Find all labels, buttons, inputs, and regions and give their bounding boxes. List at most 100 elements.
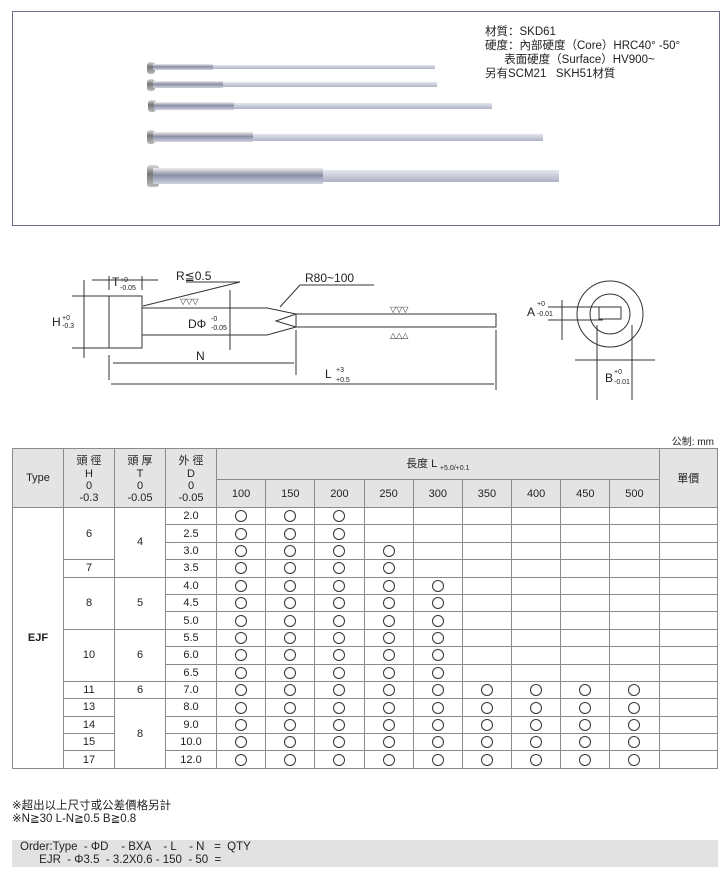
- available-cell: [265, 593, 316, 613]
- available-cell: [363, 628, 414, 648]
- type-cell: EJF: [12, 507, 64, 769]
- empty-cell: [363, 524, 414, 543]
- t-cell: 4: [114, 507, 166, 578]
- l-tol-upper: +3: [336, 367, 344, 374]
- t-label: T: [112, 275, 120, 289]
- available-cell: [265, 576, 316, 595]
- h-cell: 11: [63, 680, 115, 700]
- price-cell: [658, 680, 719, 700]
- available-cell: [511, 680, 562, 700]
- empty-cell: [560, 663, 611, 682]
- available-cell: [412, 576, 463, 595]
- r-label: R≦0.5: [176, 269, 212, 283]
- empty-cell: [560, 576, 611, 595]
- available-cell: [412, 733, 463, 752]
- price-cell: [658, 733, 719, 752]
- available-circle-icon: [628, 684, 641, 697]
- price-cell: [658, 541, 719, 561]
- price-cell: [658, 611, 719, 630]
- t-cell: 6: [114, 628, 166, 682]
- available-circle-icon: [333, 753, 346, 766]
- available-cell: [265, 680, 316, 700]
- ejector-pin-image: [147, 79, 439, 91]
- surface-finish-icon: △△△: [390, 331, 409, 340]
- r2-label: R80~100: [305, 271, 354, 285]
- empty-cell: [511, 628, 562, 648]
- available-circle-icon: [284, 527, 297, 540]
- available-cell: [215, 541, 267, 561]
- available-cell: [265, 663, 316, 682]
- empty-cell: [511, 524, 562, 543]
- available-circle-icon: [333, 562, 346, 575]
- available-cell: [363, 733, 414, 752]
- available-cell: [314, 663, 365, 682]
- available-circle-icon: [235, 753, 248, 766]
- available-circle-icon: [235, 545, 248, 558]
- available-cell: [461, 750, 513, 769]
- available-circle-icon: [333, 545, 346, 558]
- available-cell: [363, 541, 414, 561]
- empty-cell: [560, 524, 611, 543]
- available-circle-icon: [235, 614, 248, 627]
- empty-cell: [609, 506, 660, 526]
- empty-cell: [560, 593, 611, 613]
- note: ※N≧30 L-N≧0.5 B≧0.8: [12, 813, 137, 825]
- available-cell: [363, 593, 414, 613]
- empty-cell: [461, 541, 513, 561]
- available-circle-icon: [382, 597, 395, 610]
- available-circle-icon: [333, 736, 346, 749]
- length-header: 長度 L +5.0/+0.1: [216, 448, 660, 480]
- available-circle-icon: [431, 684, 444, 697]
- available-circle-icon: [333, 631, 346, 644]
- available-circle-icon: [530, 684, 543, 697]
- available-circle-icon: [579, 701, 592, 714]
- available-cell: [363, 715, 414, 735]
- available-circle-icon: [480, 684, 493, 697]
- length-col-header: 400: [511, 479, 562, 508]
- available-circle-icon: [235, 527, 248, 540]
- available-cell: [609, 715, 660, 735]
- a-tol-lower: -0.01: [537, 311, 553, 318]
- available-cell: [265, 698, 316, 717]
- available-circle-icon: [382, 736, 395, 749]
- available-cell: [461, 733, 513, 752]
- empty-cell: [412, 559, 463, 578]
- available-circle-icon: [333, 527, 346, 540]
- available-circle-icon: [530, 753, 543, 766]
- h-label: H: [52, 315, 61, 329]
- empty-cell: [560, 611, 611, 630]
- available-circle-icon: [480, 753, 493, 766]
- available-circle-icon: [333, 649, 346, 662]
- available-cell: [215, 715, 267, 735]
- available-circle-icon: [382, 562, 395, 575]
- available-cell: [215, 524, 267, 543]
- available-circle-icon: [284, 545, 297, 558]
- available-cell: [560, 750, 611, 769]
- h-cell: 14: [63, 715, 115, 735]
- available-cell: [215, 576, 267, 595]
- d-cell: 2.0: [165, 506, 217, 526]
- available-circle-icon: [284, 736, 297, 749]
- available-cell: [265, 506, 316, 526]
- available-cell: [314, 628, 365, 648]
- empty-cell: [511, 593, 562, 613]
- empty-cell: [461, 576, 513, 595]
- empty-cell: [609, 559, 660, 578]
- available-cell: [265, 541, 316, 561]
- available-cell: [314, 698, 365, 717]
- surface-finish-icon: ▽▽▽: [180, 297, 199, 306]
- available-circle-icon: [382, 684, 395, 697]
- available-cell: [412, 593, 463, 613]
- order-format: Order:Type - ΦD - BXA - L - N = QTY: [20, 841, 251, 853]
- h-cell: 8: [63, 576, 115, 630]
- order-example: Order:Type - ΦD - BXA - L - N = QTY EJR …: [12, 840, 718, 867]
- empty-cell: [511, 611, 562, 630]
- available-cell: [265, 611, 316, 630]
- empty-cell: [511, 663, 562, 682]
- available-cell: [314, 524, 365, 543]
- t-cell: 6: [114, 680, 166, 700]
- available-cell: [314, 576, 365, 595]
- available-circle-icon: [333, 597, 346, 610]
